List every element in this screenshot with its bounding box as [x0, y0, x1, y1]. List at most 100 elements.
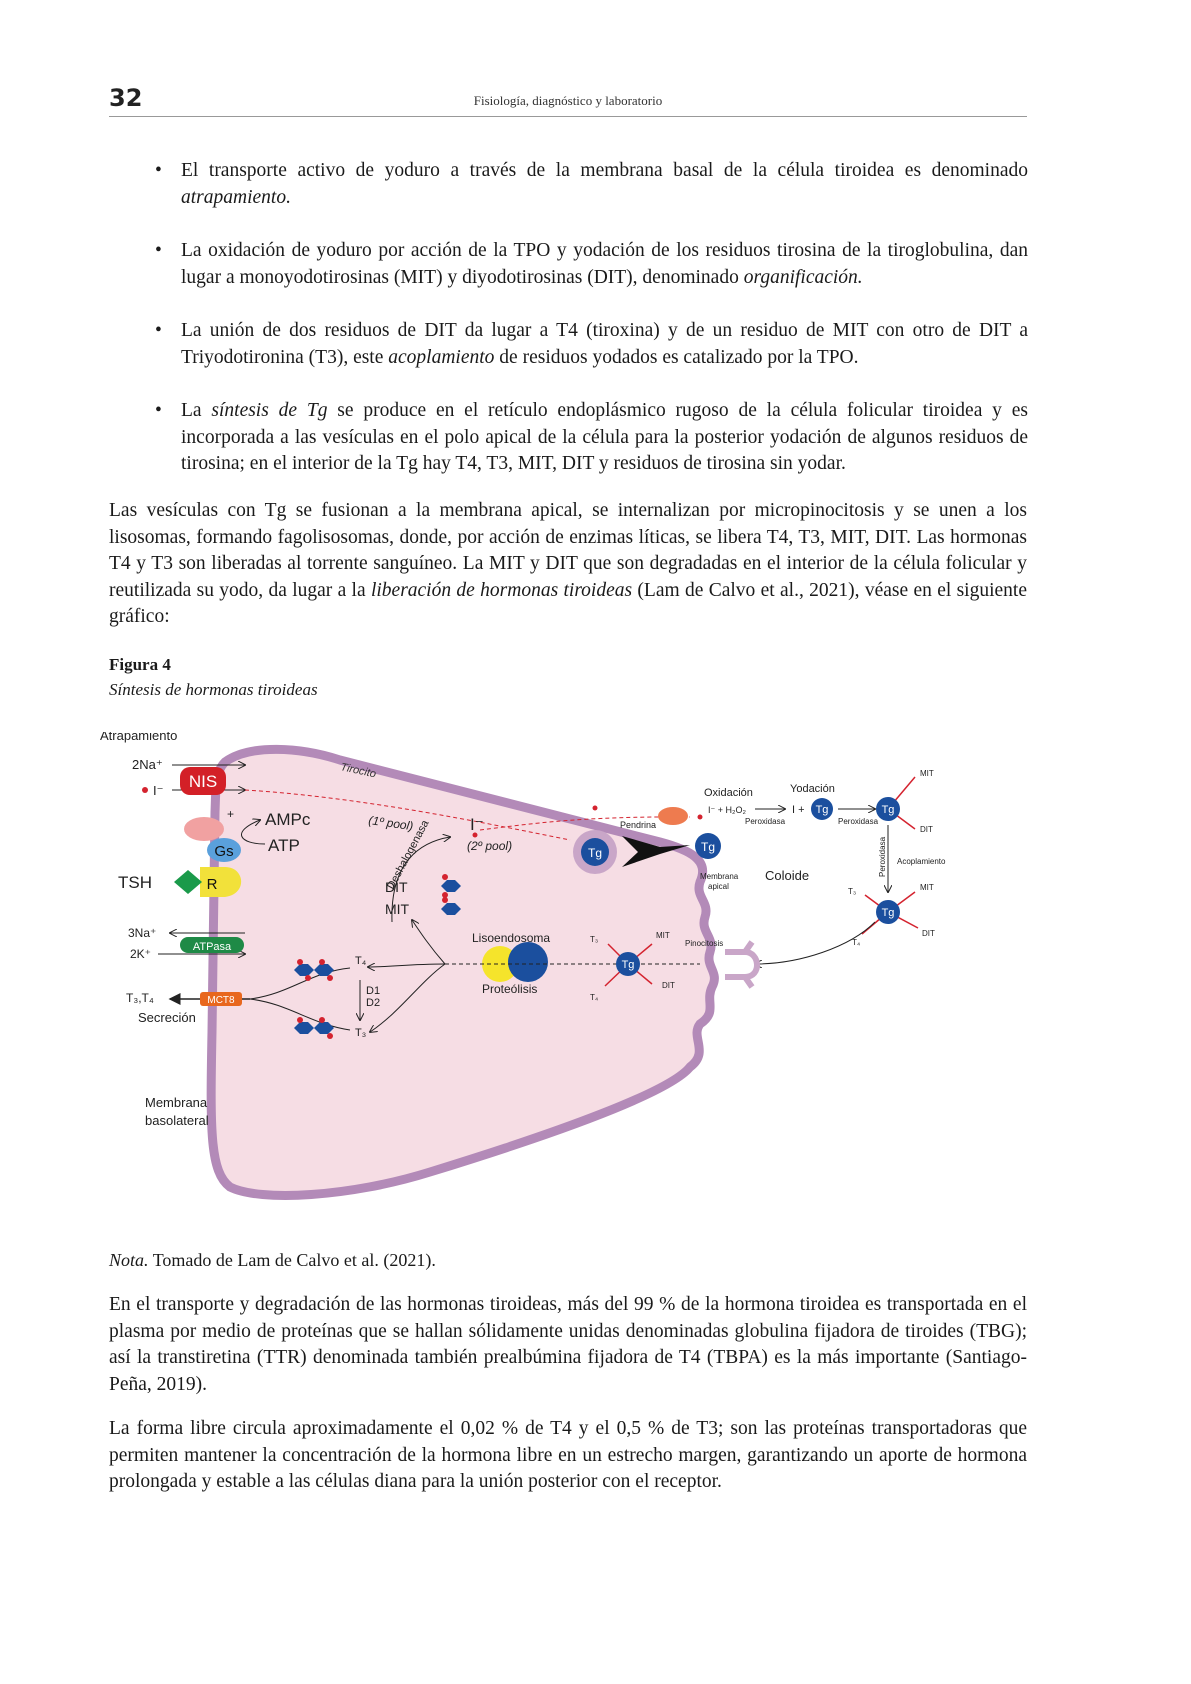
page-number: 32 [109, 84, 143, 112]
label-mit-pino: MIT [656, 931, 670, 940]
tg-iodinated [876, 776, 916, 830]
label-t4: T₄ [355, 955, 367, 967]
body-paragraph-2: En el transporte y degradación de las ho… [109, 1294, 1027, 1395]
label-2k: 2K⁺ [130, 947, 151, 961]
figure-title: Síntesis de hormonas tiroideas [109, 680, 318, 699]
label-tg-coupled: Tg [882, 907, 895, 919]
label-ox-eq: I⁻ + H₂O₂ [708, 805, 747, 815]
lysosome-blue [508, 942, 548, 982]
label-mit-coupled: MIT [920, 883, 934, 892]
label-membrana-apical-1: Membrana [700, 872, 739, 881]
exocytosis-arrow [622, 836, 690, 867]
label-ampc: AMPc [265, 810, 311, 829]
label-tg-iodinated: Tg [882, 804, 895, 816]
label-pendrina: Pendrina [620, 820, 656, 830]
label-oxidacion: Oxidación [704, 787, 753, 799]
label-peroxidasa-2: Peroxidasa [838, 817, 879, 826]
label-2na: 2Na⁺ [132, 757, 163, 772]
atpasa-pump [180, 937, 244, 953]
label-coloide: Coloide [765, 868, 809, 883]
label-dit: DIT [385, 879, 408, 895]
label-3na: 3Na⁺ [128, 926, 156, 940]
diagram-svg: Atrapamiento 2Na⁺ I⁻ NIS Tirocito (1º po… [100, 728, 946, 1200]
iodide-dot-3 [592, 805, 598, 811]
figure-label: Figura 4 [109, 655, 171, 674]
label-i-plus: I + [792, 804, 805, 816]
label-peroxidasa-3: Peroxidasa [878, 836, 887, 877]
t4-molecule [294, 959, 334, 981]
path-t4-out [249, 967, 351, 1000]
thyroid-synthesis-diagram: Atrapamiento 2Na⁺ I⁻ NIS Tirocito (1º po… [100, 728, 1040, 1232]
label-pool1: (1º pool) [368, 813, 415, 833]
tg-iodination [811, 798, 833, 820]
bullet-item: •El transporte activo de yoduro a través… [155, 160, 1028, 208]
mit-molecule [441, 897, 461, 915]
running-head: Fisiología, diagnóstico y laboratorio [473, 93, 663, 108]
label-tg-colloid: Tg [701, 840, 715, 854]
label-yodacion: Yodación [790, 783, 835, 795]
iodide-dot-2 [472, 832, 478, 838]
label-t4-pino: T₄ [590, 993, 598, 1002]
iodide-dot-4 [697, 814, 703, 820]
label-tg-iodination: Tg [816, 804, 829, 816]
label-atpasa: ATPasa [193, 941, 232, 953]
label-proteolisis: Proteólisis [482, 982, 537, 996]
pendrina-transporter [658, 807, 688, 825]
t3-molecule [294, 1017, 334, 1039]
label-tg-vesicle: Tg [588, 846, 602, 860]
label-mit-top: MIT [920, 769, 934, 778]
pool1-path [244, 789, 571, 841]
label-gs: Gs [214, 843, 233, 860]
tg-colloid [695, 833, 721, 859]
label-pinocitosis: Pinocitosis [685, 939, 723, 948]
lysosome-yellow [482, 946, 518, 982]
arrow-to-t4 [368, 964, 446, 967]
label-mct8: MCT8 [207, 995, 235, 1006]
bullet-item: •La unión de dos residuos de DIT da luga… [155, 320, 1028, 368]
label-t3: T₃ [355, 1027, 366, 1039]
label-plus: + [227, 807, 234, 821]
label-membrana-baso-1: Membrana [145, 1095, 208, 1110]
label-iodide: I⁻ [153, 783, 163, 798]
label-peroxidasa-1: Peroxidasa [745, 817, 786, 826]
body-paragraph-3: La forma libre circula aproximadamente e… [109, 1418, 1027, 1492]
arrow-to-dit-mit [412, 920, 446, 965]
path-t3-out [249, 998, 351, 1031]
body-paragraph: Las vesículas con Tg se fusionan a la me… [109, 500, 1027, 627]
bullet-item: •La síntesis de Tg se produce en el retí… [155, 400, 1028, 474]
label-secrecion: Secreción [138, 1010, 196, 1025]
label-t3-pino: T₃ [590, 935, 598, 944]
mct8-transporter [200, 992, 242, 1006]
bullet-list: •El transporte activo de yoduro a través… [155, 158, 1028, 505]
label-dit-coupled: DIT [922, 929, 935, 938]
figure-note: Nota. Tomado de Lam de Calvo et al. (202… [109, 1250, 436, 1270]
arrow-deshalogenasa [391, 837, 450, 923]
label-membrana-baso-2: basolateral [145, 1113, 209, 1128]
label-r: R [207, 876, 218, 893]
arrow-to-t3 [370, 963, 446, 1032]
label-pool2: (2º pool) [467, 839, 512, 853]
arrow-pinocytosis [755, 921, 876, 964]
gs-protein [207, 838, 241, 862]
label-atp: ATP [268, 836, 300, 855]
label-t3t4-out: T₃,T₄ [126, 991, 154, 1005]
pinocytosis-vesicle [725, 940, 760, 989]
dit-molecule [441, 874, 461, 898]
tg-vesicle-core [581, 838, 609, 866]
label-tg-pinocytosis: Tg [622, 959, 635, 971]
label-iodide-2: I⁻ [470, 815, 484, 834]
label-t3-coupled: T₃ [848, 887, 856, 896]
label-membrana-apical-2: apical [708, 882, 729, 891]
tsh-molecule [174, 870, 202, 894]
tsh-receptor [200, 867, 242, 897]
label-acoplamiento: Acoplamiento [897, 857, 946, 866]
label-t4-coupled: T₄ [852, 938, 860, 947]
arrow-atp-ampc [241, 820, 266, 845]
label-tsh: TSH [118, 873, 152, 892]
label-d2: D2 [366, 997, 380, 1009]
nis-transporter [180, 767, 226, 795]
label-lisoendosoma: Lisoendosoma [472, 931, 550, 945]
adenylate-cyclase [184, 817, 224, 841]
tg-coupled [861, 891, 919, 935]
label-nis: NIS [189, 772, 217, 791]
